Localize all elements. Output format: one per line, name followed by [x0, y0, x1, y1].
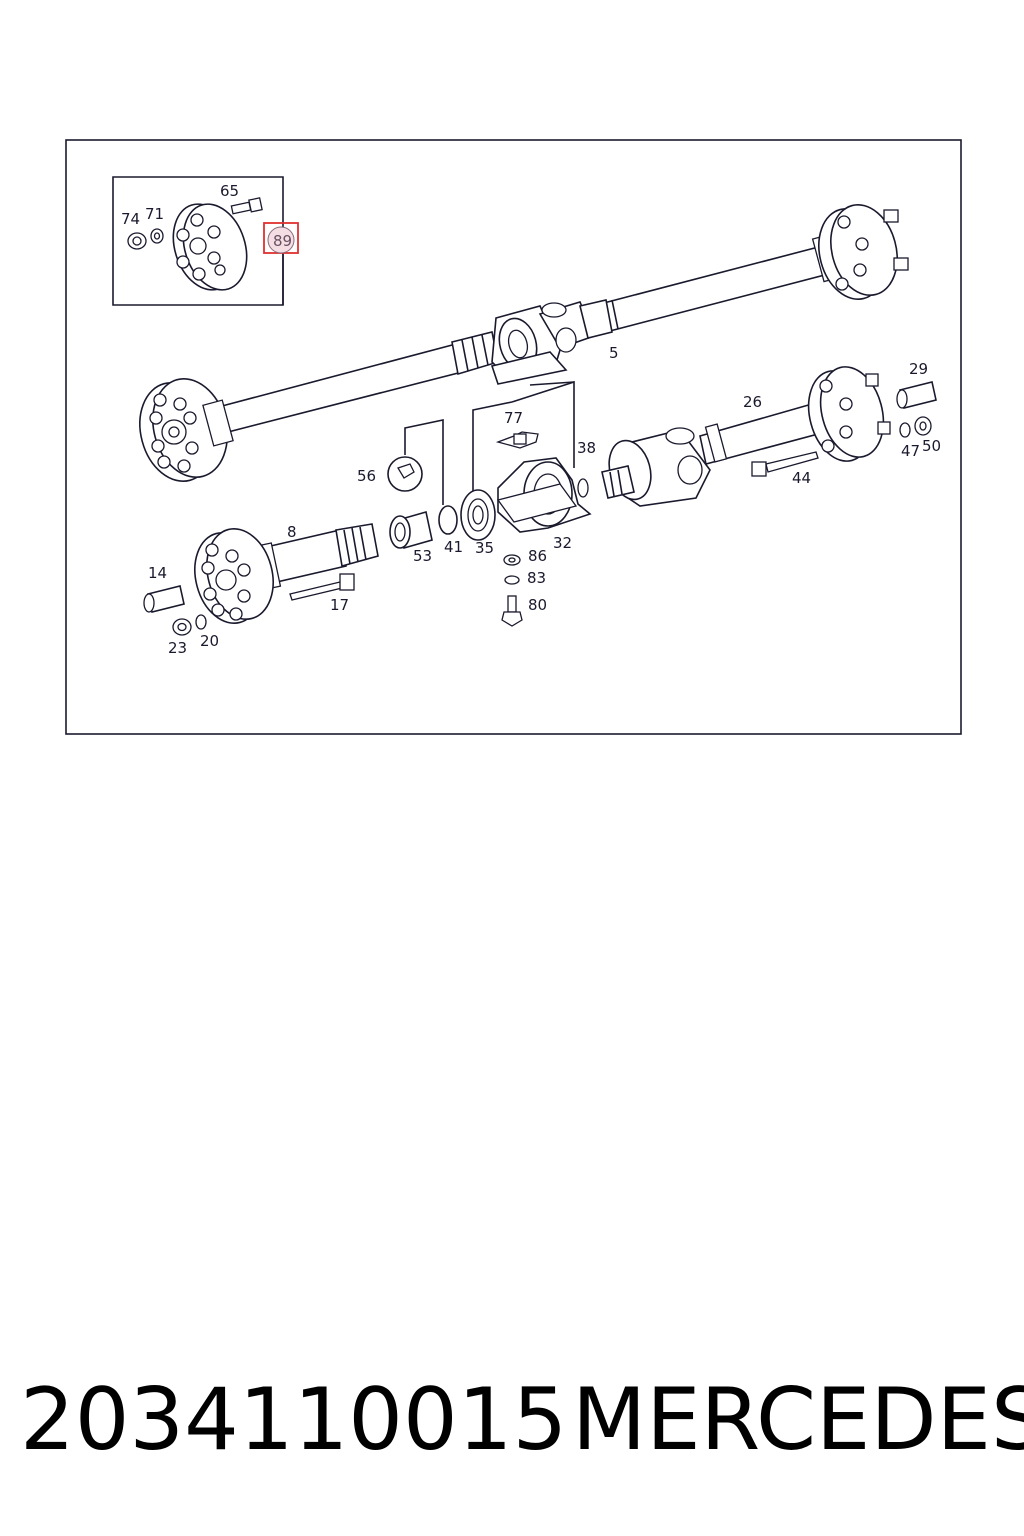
rear-shaft — [601, 402, 819, 507]
sleeve-53 — [389, 510, 433, 550]
bearing-35 — [460, 489, 496, 541]
parts-diagram: 65 74 71 89 5 29 26 77 38 56 47 50 44 8 … — [65, 139, 962, 735]
bushing-29 — [896, 381, 937, 409]
label-74: 74 — [121, 210, 140, 228]
label-89: 89 — [273, 232, 292, 250]
label-65: 65 — [220, 182, 239, 200]
rear-shaft-flex-coupling — [807, 366, 891, 462]
label-32: 32 — [553, 534, 572, 552]
washer-86 — [503, 554, 521, 566]
brand-name: MERCEDES — [572, 1370, 1024, 1470]
bolt-44 — [751, 451, 819, 477]
inset-bolt — [230, 197, 263, 215]
footer: 2034110015 MERCEDES — [0, 1370, 1024, 1470]
bolt-80 — [501, 595, 523, 627]
part-number: 2034110015 — [20, 1370, 568, 1470]
label-83: 83 — [527, 569, 546, 587]
clip-77 — [495, 431, 539, 449]
label-80: 80 — [528, 596, 547, 614]
washer-20 — [195, 614, 207, 630]
label-5: 5 — [609, 344, 619, 362]
label-23: 23 — [168, 639, 187, 657]
label-47: 47 — [901, 442, 920, 460]
label-8: 8 — [287, 523, 297, 541]
nut-50 — [914, 416, 932, 436]
label-14: 14 — [148, 564, 167, 582]
center-bearing-ujoint — [490, 299, 613, 385]
label-53: 53 — [413, 547, 432, 565]
circle-marker-89 — [267, 226, 295, 254]
bearing-housing-32 — [496, 457, 592, 533]
bracket-lines — [404, 380, 575, 525]
label-35: 35 — [475, 539, 494, 557]
main-drive-shaft — [221, 243, 837, 433]
front-flex-coupling — [194, 528, 274, 624]
label-26: 26 — [743, 393, 762, 411]
label-56: 56 — [357, 467, 376, 485]
inset-flex-disc — [172, 203, 248, 291]
label-17: 17 — [330, 596, 349, 614]
ring-38 — [577, 478, 589, 498]
label-20: 20 — [200, 632, 219, 650]
lock-washer-83 — [504, 575, 520, 585]
label-41: 41 — [444, 538, 463, 556]
ring-41 — [438, 505, 458, 535]
inset-nut — [127, 232, 147, 250]
label-38: 38 — [577, 439, 596, 457]
label-71: 71 — [145, 205, 164, 223]
tool-56 — [387, 456, 423, 492]
label-50: 50 — [922, 437, 941, 455]
label-86: 86 — [528, 547, 547, 565]
washer-47 — [899, 422, 911, 438]
main-front-flex-coupling — [139, 378, 234, 482]
main-rear-flex-coupling — [811, 204, 909, 300]
bolt-17 — [289, 573, 355, 601]
label-29: 29 — [909, 360, 928, 378]
label-77: 77 — [504, 409, 523, 427]
bushing-14 — [143, 585, 185, 613]
diagram-frame — [65, 139, 962, 735]
nut-23 — [172, 618, 192, 636]
front-stub-shaft — [256, 523, 379, 590]
label-44: 44 — [792, 469, 811, 487]
inset-washer — [150, 228, 164, 244]
